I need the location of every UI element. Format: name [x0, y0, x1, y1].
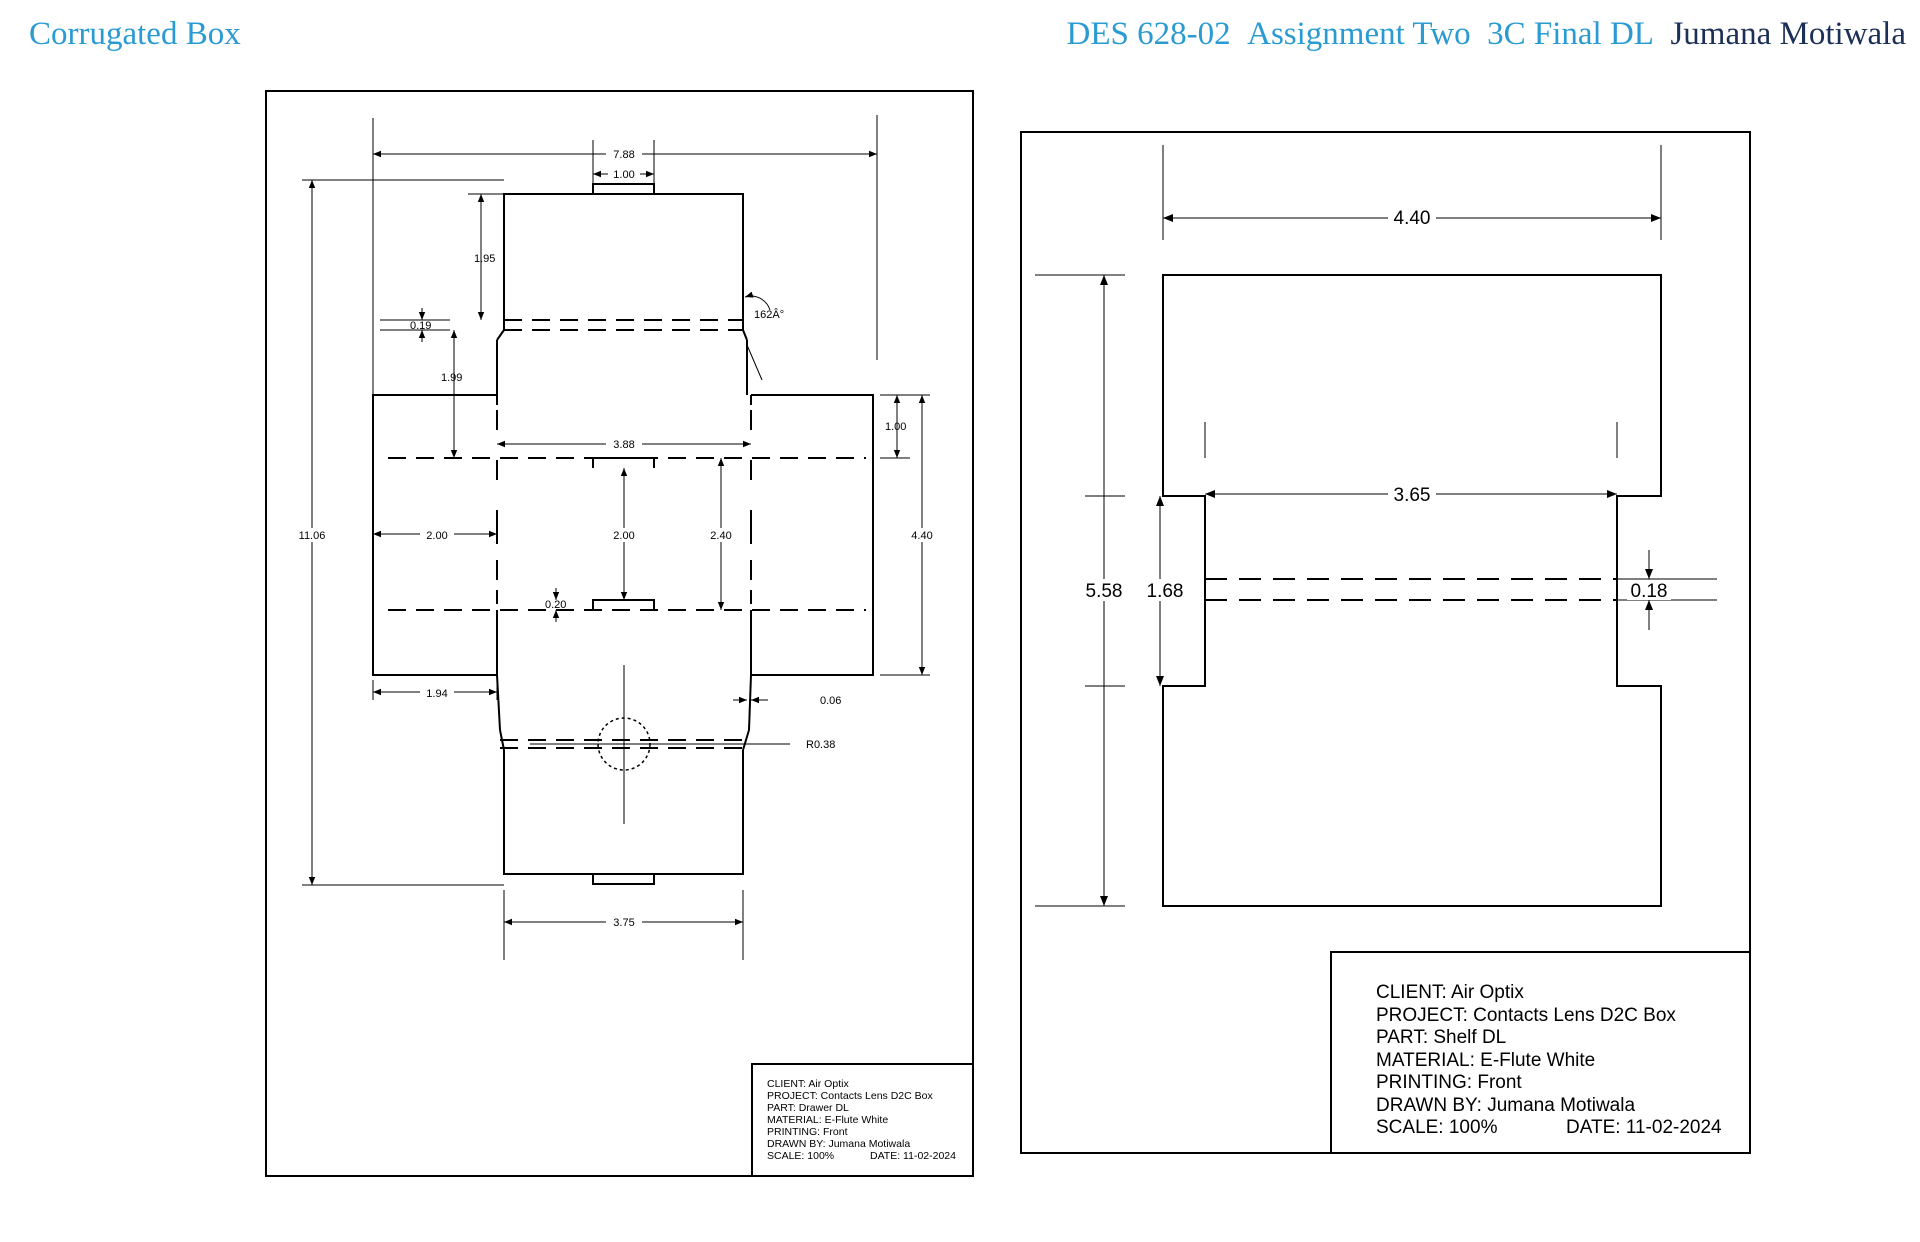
shelf-tb-drawn-by: DRAWN BY: Jumana Motiwala: [1376, 1095, 1635, 1116]
shelf-tb-printing: PRINTING: Front: [1376, 1072, 1522, 1093]
header-course: DES 628-02: [1066, 16, 1231, 52]
shelf-dieline-sheet: 4.40 3.65 5.58 1.68 0.18 CLIENT: Air Opt…: [1020, 131, 1751, 1154]
dim-offset: 0.06: [820, 695, 841, 707]
shelf-fold-lines: [1205, 578, 1617, 601]
shelf-dim-height: 5.58: [1086, 581, 1123, 602]
drawer-tb-project: PROJECT: Contacts Lens D2C Box: [767, 1090, 933, 1102]
dim-center-panel-height: 2.00: [613, 530, 634, 542]
dim-top-tab: 1.00: [613, 169, 634, 181]
shelf-cut-outline: [1162, 274, 1662, 907]
header-right-title: DES 628-02 Assignment Two 3C Final DL Ju…: [1067, 14, 1906, 54]
header-assignment: Assignment Two: [1247, 16, 1471, 52]
dim-flap-width: 1.94: [426, 688, 447, 700]
drawer-fold-lines: [388, 319, 866, 749]
dim-top-panel-height: 1.95: [474, 253, 495, 265]
dim-upper-panel-height: 1.99: [441, 372, 462, 384]
dim-slot: 0.20: [545, 599, 566, 611]
shelf-tb-date: DATE: 11-02-2024: [1566, 1117, 1722, 1138]
drawer-tb-part: PART: Drawer DL: [767, 1102, 849, 1114]
drawer-extension-lines: [302, 115, 930, 960]
dim-radius: R0.38: [806, 739, 835, 751]
shelf-tb-scale: SCALE: 100%: [1376, 1117, 1498, 1138]
header-left-title: Corrugated Box: [29, 16, 241, 52]
shelf-title-block: CLIENT: Air Optix PROJECT: Contacts Lens…: [1330, 951, 1751, 1154]
dim-bottom-width: 3.75: [613, 917, 634, 929]
shelf-dim-gap: 0.18: [1631, 581, 1668, 602]
shelf-dimension-arrows: [1100, 214, 1661, 906]
drawer-tb-drawn-by: DRAWN BY: Jumana Motiwala: [767, 1138, 910, 1150]
shelf-tb-part: PART: Shelf DL: [1376, 1027, 1506, 1048]
header-author: Jumana Motiwala: [1670, 16, 1906, 52]
drawer-tb-material: MATERIAL: E-Flute White: [767, 1114, 888, 1126]
dim-total-width: 7.88: [613, 149, 634, 161]
dim-side-height: 4.40: [911, 530, 932, 542]
dim-gap-top: 0.19: [410, 320, 431, 332]
drawer-tb-client: CLIENT: Air Optix: [767, 1078, 849, 1090]
drawer-tb-printing: PRINTING: Front: [767, 1126, 848, 1138]
shelf-tb-material: MATERIAL: E-Flute White: [1376, 1050, 1595, 1071]
dim-left-flap-width: 2.00: [426, 530, 447, 542]
dim-inner-width: 3.88: [613, 439, 634, 451]
shelf-dim-inner-width: 3.65: [1394, 485, 1431, 506]
drawer-title-block: CLIENT: Air Optix PROJECT: Contacts Lens…: [751, 1063, 974, 1177]
drawer-sheet-border: [265, 90, 974, 1177]
shelf-dimension-labels: 4.40 3.65 5.58 1.68 0.18: [1080, 206, 1671, 602]
shelf-tb-project: PROJECT: Contacts Lens D2C Box: [1376, 1005, 1676, 1026]
drawer-tb-date: DATE: 11-02-2024: [870, 1150, 956, 1162]
dim-side-flap-offset: 1.00: [885, 421, 906, 433]
shelf-dim-inner-height: 1.68: [1147, 581, 1184, 602]
dim-total-height: 11.06: [299, 530, 326, 542]
shelf-tb-client: CLIENT: Air Optix: [1376, 982, 1524, 1003]
dim-angle: 162Â°: [754, 308, 784, 321]
drawer-dieline-sheet: 7.88 1.00 1.95 0.19 162Â° 1.99 3.88 1.00…: [265, 90, 974, 1177]
shelf-dim-width: 4.40: [1394, 208, 1431, 229]
dim-inner-height: 2.40: [710, 530, 731, 542]
header-stage: 3C Final DL: [1487, 16, 1654, 52]
drawer-tb-scale: SCALE: 100%: [767, 1150, 834, 1162]
drawer-dimension-labels: 7.88 1.00 1.95 0.19 162Â° 1.99 3.88 1.00…: [296, 146, 938, 929]
shelf-extension-lines: [1035, 145, 1717, 907]
